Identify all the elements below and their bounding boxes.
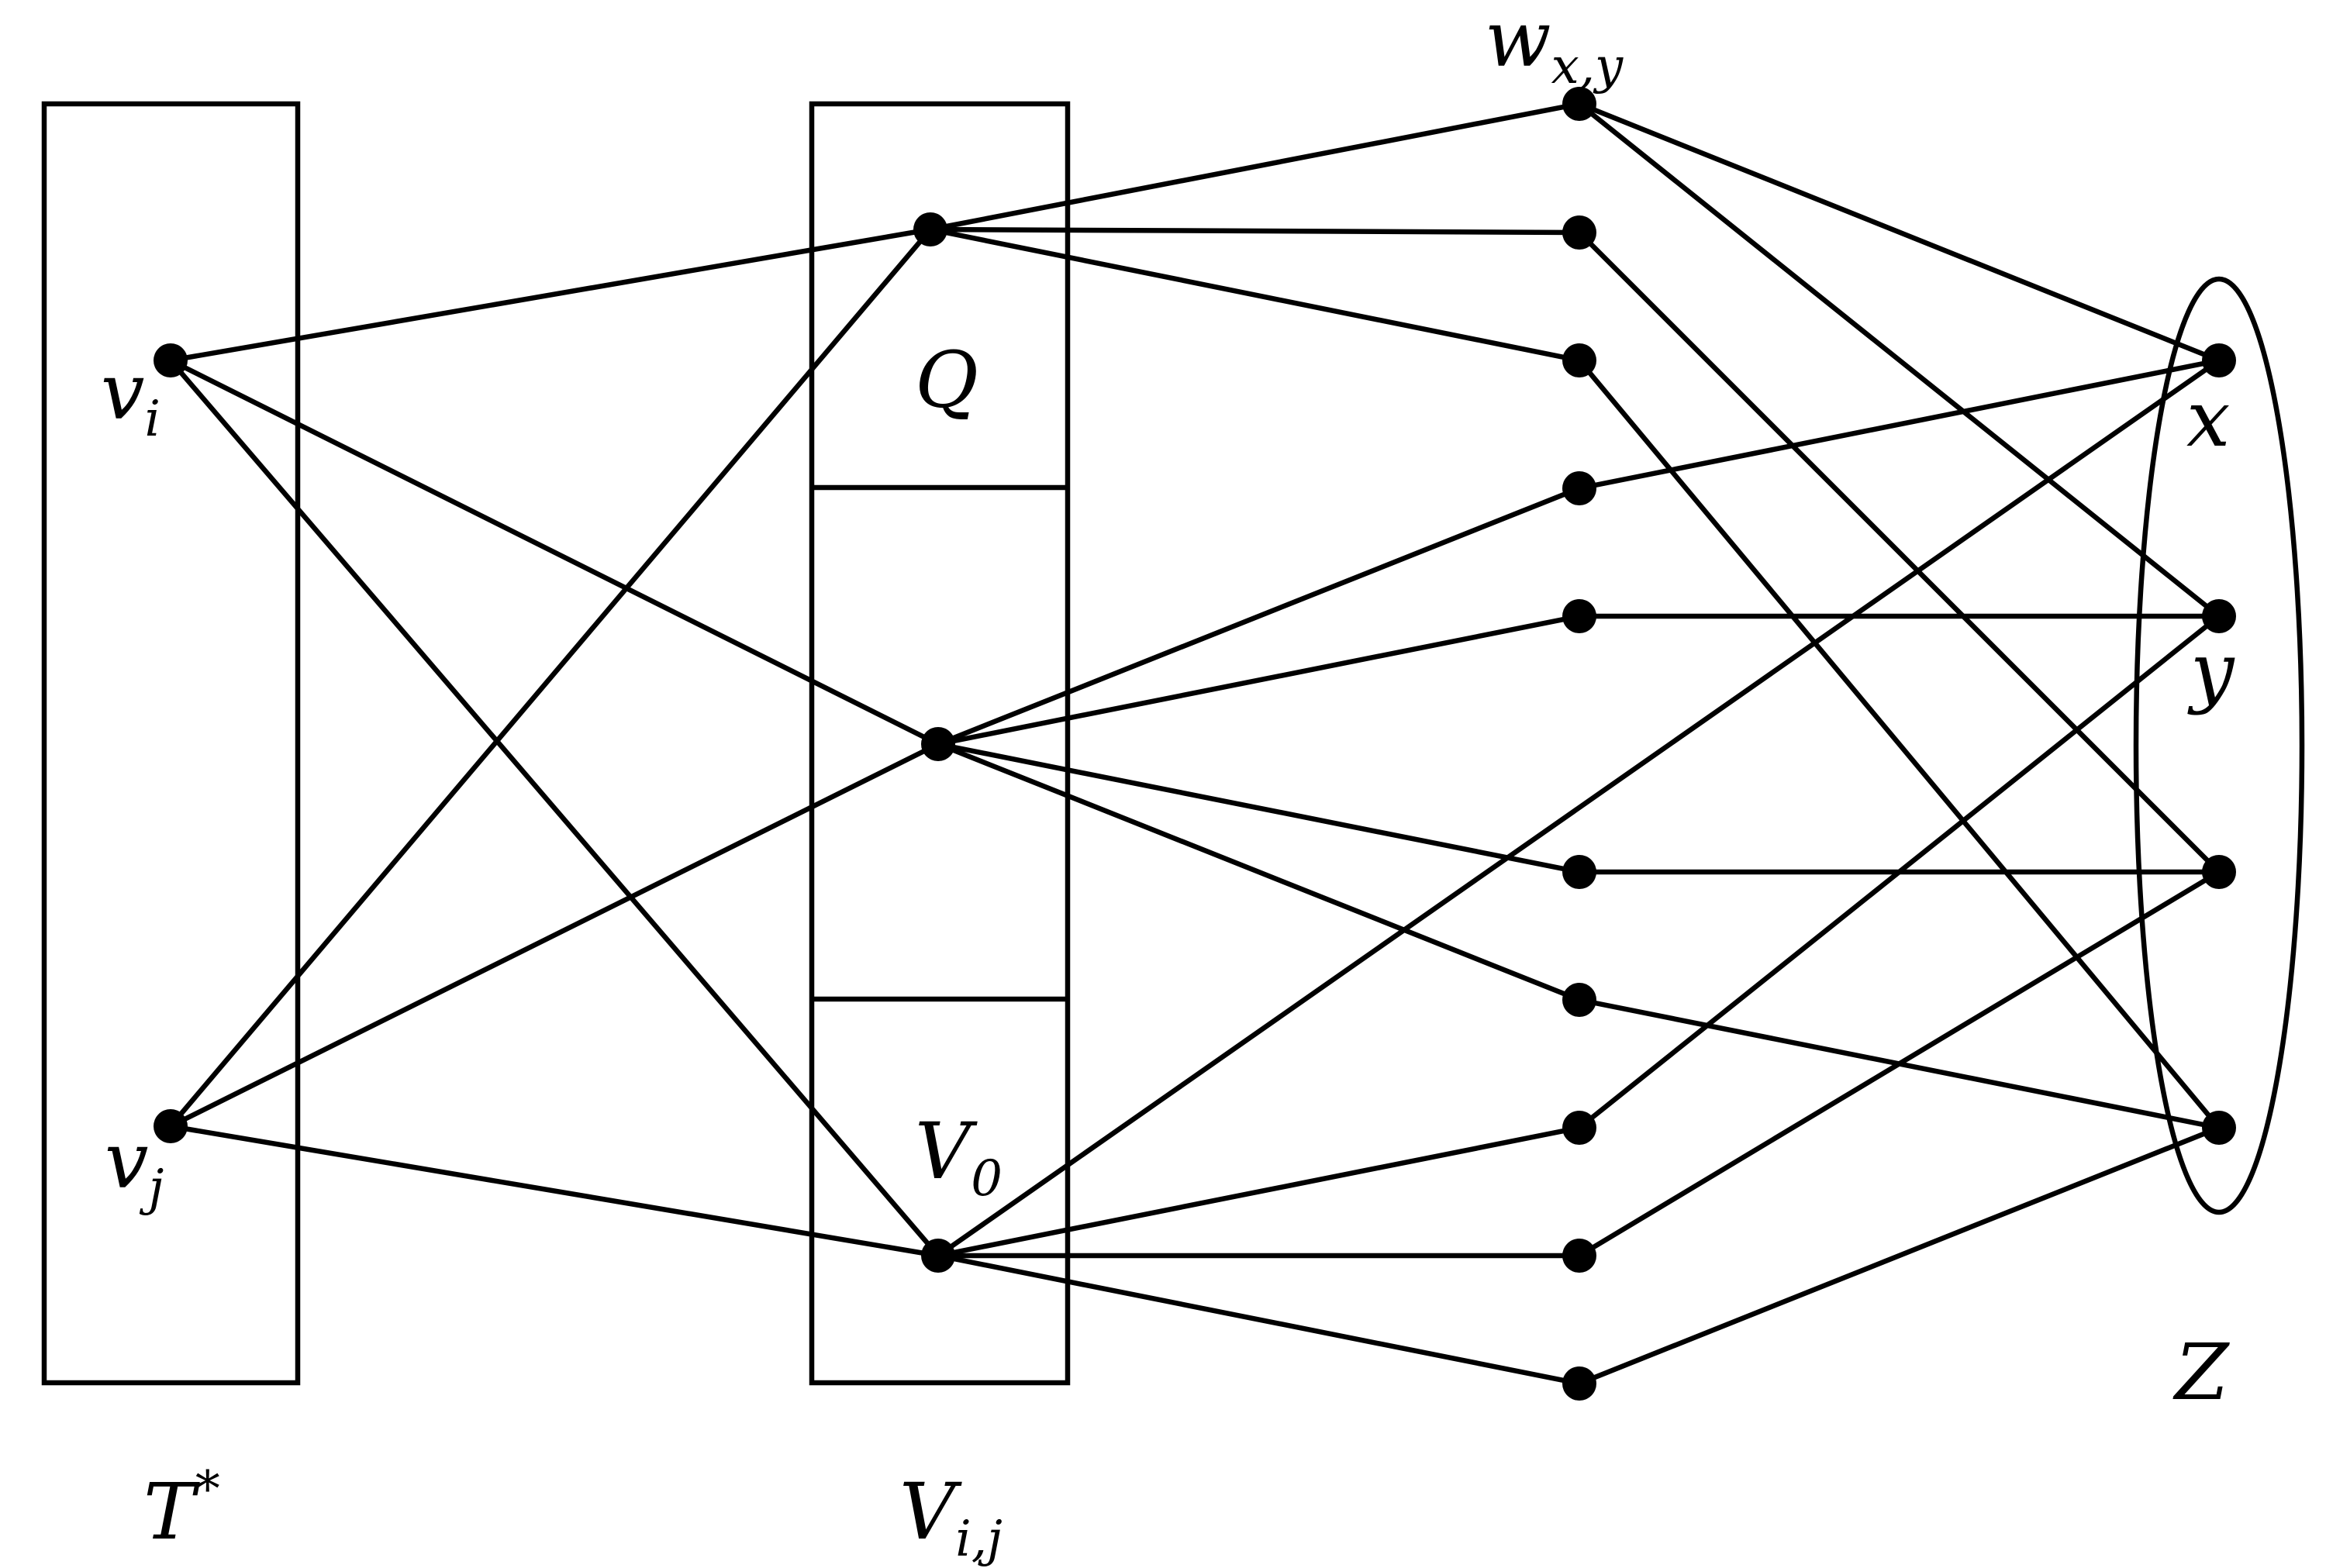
edge-m-w5: [935, 613, 1582, 747]
node-group: [154, 87, 2236, 1401]
node-w5: [1562, 599, 1596, 633]
node-w4: [1562, 471, 1596, 505]
wxy-label: wx,y: [1485, 0, 1624, 95]
node-w3: [1562, 343, 1596, 377]
node-w10: [1562, 1366, 1596, 1401]
node-z3: [2202, 855, 2236, 889]
edge-w2-z3: [1576, 229, 2222, 875]
edge-q-w1: [927, 101, 1582, 233]
v0-label: V0: [915, 1106, 1003, 1208]
y-label: y: [2187, 625, 2235, 716]
edge-w10-z4: [1576, 1125, 2222, 1387]
edge-vi-q: [167, 226, 934, 364]
t-star-label: T*: [143, 1461, 220, 1557]
edge-vj-q: [167, 226, 934, 1129]
edge-b-x: [935, 357, 2222, 1259]
vij-label: Vi,j: [899, 1466, 1003, 1568]
node-m: [921, 727, 955, 761]
node-w2: [1562, 215, 1596, 250]
node-vj: [154, 1109, 188, 1143]
edge-vj-m: [167, 741, 941, 1129]
q-label: Q: [915, 335, 978, 426]
edge-w4-x: [1576, 357, 2222, 491]
edge-w1-x: [1576, 101, 2222, 364]
node-w6: [1562, 855, 1596, 889]
edge-b-w10: [935, 1253, 1582, 1387]
vij-box: [809, 101, 1071, 1386]
node-z4: [2202, 1111, 2236, 1145]
x-label: x: [2186, 374, 2230, 464]
node-b: [921, 1239, 955, 1273]
edge-q-w2: [927, 226, 1582, 236]
edge-group: [167, 101, 2222, 1387]
edge-w8-y: [1576, 613, 2222, 1131]
edge-w9-z3: [1576, 869, 2222, 1259]
t-star-box: [41, 101, 301, 1386]
z-label: Z: [2172, 1327, 2230, 1418]
edge-vi-b: [167, 357, 941, 1259]
node-x: [2202, 343, 2236, 377]
edge-q-w3: [927, 226, 1582, 364]
node-y: [2202, 599, 2236, 633]
node-w8: [1562, 1111, 1596, 1145]
edge-vj-b: [167, 1123, 941, 1259]
z-ellipse: [2133, 276, 2305, 1215]
edge-vi-m: [167, 357, 941, 747]
node-vi: [154, 343, 188, 377]
edge-m-w4: [935, 485, 1582, 747]
edge-b-w8: [935, 1125, 1582, 1259]
edge-w3-z4: [1576, 357, 2222, 1131]
node-w7: [1562, 983, 1596, 1017]
node-w1: [1562, 87, 1596, 121]
edge-w1-y: [1576, 101, 2222, 619]
vj-label: vj: [105, 1115, 164, 1217]
node-q: [913, 212, 947, 246]
node-w9: [1562, 1239, 1596, 1273]
vi-label: vi: [101, 346, 160, 448]
edge-m-w7: [935, 741, 1582, 1003]
edge-m-w6: [935, 741, 1582, 875]
